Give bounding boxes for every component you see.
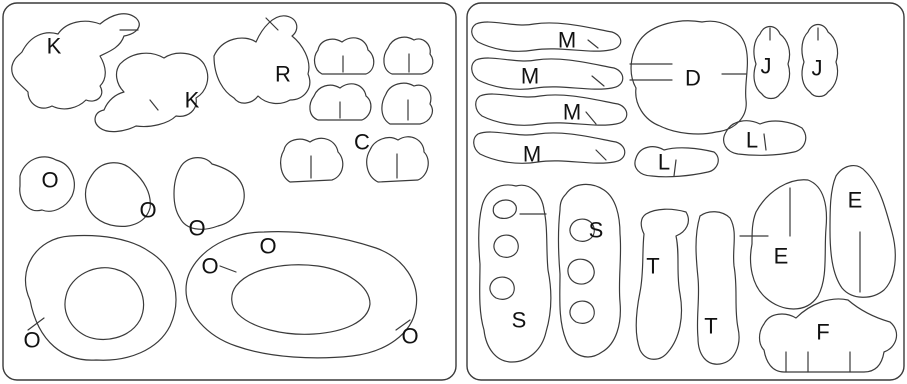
label-f: F [816,320,829,345]
piece-d-outline [630,20,749,135]
left-sheet-board [2,2,457,381]
piece-o3-outline [173,157,245,230]
piece-o5-slot [395,319,411,331]
label-m4: M [523,142,541,167]
piece-f-outline [758,298,898,373]
piece-k2-slot [149,99,159,111]
piece-s2-hole2 [567,258,595,285]
piece-c2-outline [383,36,434,75]
label-l2: L [746,128,758,153]
label-o6: O [23,328,40,353]
label-r: R [275,62,291,87]
piece-j1-outline [753,25,791,100]
piece-l1-outline [634,146,719,178]
piece-s1-hole1 [492,199,517,219]
piece-j2-outline [801,23,839,98]
piece-o4-slot [27,317,45,331]
label-m3: M [563,100,581,125]
label-m1: M [558,28,576,53]
piece-o2-outline [84,162,151,227]
label-s2: S [512,308,527,333]
label-l1: L [658,150,670,175]
piece-e2-outline [829,165,896,298]
label-k2: K [185,88,200,113]
piece-c4-outline [381,82,433,125]
label-e1: E [774,244,789,269]
piece-l1-slot [673,159,677,177]
piece-k1-outline [11,13,140,110]
piece-c5-outline [280,137,344,183]
piece-m3-outline [475,93,628,126]
piece-s2-outline [557,183,622,358]
piece-c6-outline [366,136,429,183]
piece-m3-slot [585,111,597,125]
piece-o1-outline [19,156,75,212]
piece-o4-inner [64,267,145,341]
left-sheet: K K R C O O O O O O O [2,2,457,381]
piece-c-group [280,36,434,183]
piece-s2-hole1 [569,218,595,242]
piece-s1-hole2 [493,234,519,258]
piece-s1-hole3 [489,276,515,300]
label-s1: S [589,218,604,243]
piece-o6-slot [219,265,237,273]
label-m2: M [521,64,539,89]
piece-l2-outline [723,120,807,156]
piece-k2-outline [94,52,209,133]
right-sheet-board [466,2,905,381]
piece-m2-outline [471,57,624,90]
piece-m4-slot [595,149,607,161]
piece-e1-outline [749,179,828,310]
piece-m4-outline [473,131,626,164]
right-sheet: M M M M D J J L L S S T T E E F [466,2,905,381]
piece-c1-outline [313,37,375,75]
label-j1: J [761,54,772,79]
piece-m1-outline [471,21,622,52]
piece-r-slot [265,17,279,31]
label-o4: O [259,234,276,259]
piece-t1-outline [635,208,689,360]
piece-l2-slot [763,133,767,151]
label-o5: O [201,254,218,279]
piece-o4-outline [25,234,177,361]
label-o1: O [41,168,58,193]
label-t2: T [704,314,717,339]
piece-r-outline [213,15,311,105]
label-e2: E [848,188,863,213]
piece-o5-outline [185,231,418,359]
piece-o5-inner [231,264,371,335]
label-c: C [354,130,370,155]
piece-s1-outline [478,184,552,363]
label-o2: O [139,198,156,223]
piece-m-group [471,21,628,164]
piece-t2-outline [695,211,740,365]
label-d: D [685,66,701,91]
piece-c3-outline [309,83,372,121]
piece-s2-hole3 [569,300,595,324]
label-o3: O [188,216,205,241]
label-k1: K [47,34,62,59]
piece-m1-slot [587,39,599,49]
label-j2: J [812,56,823,81]
piece-m2-slot [591,75,605,87]
label-o7: O [401,324,418,349]
label-t1: T [646,254,659,279]
